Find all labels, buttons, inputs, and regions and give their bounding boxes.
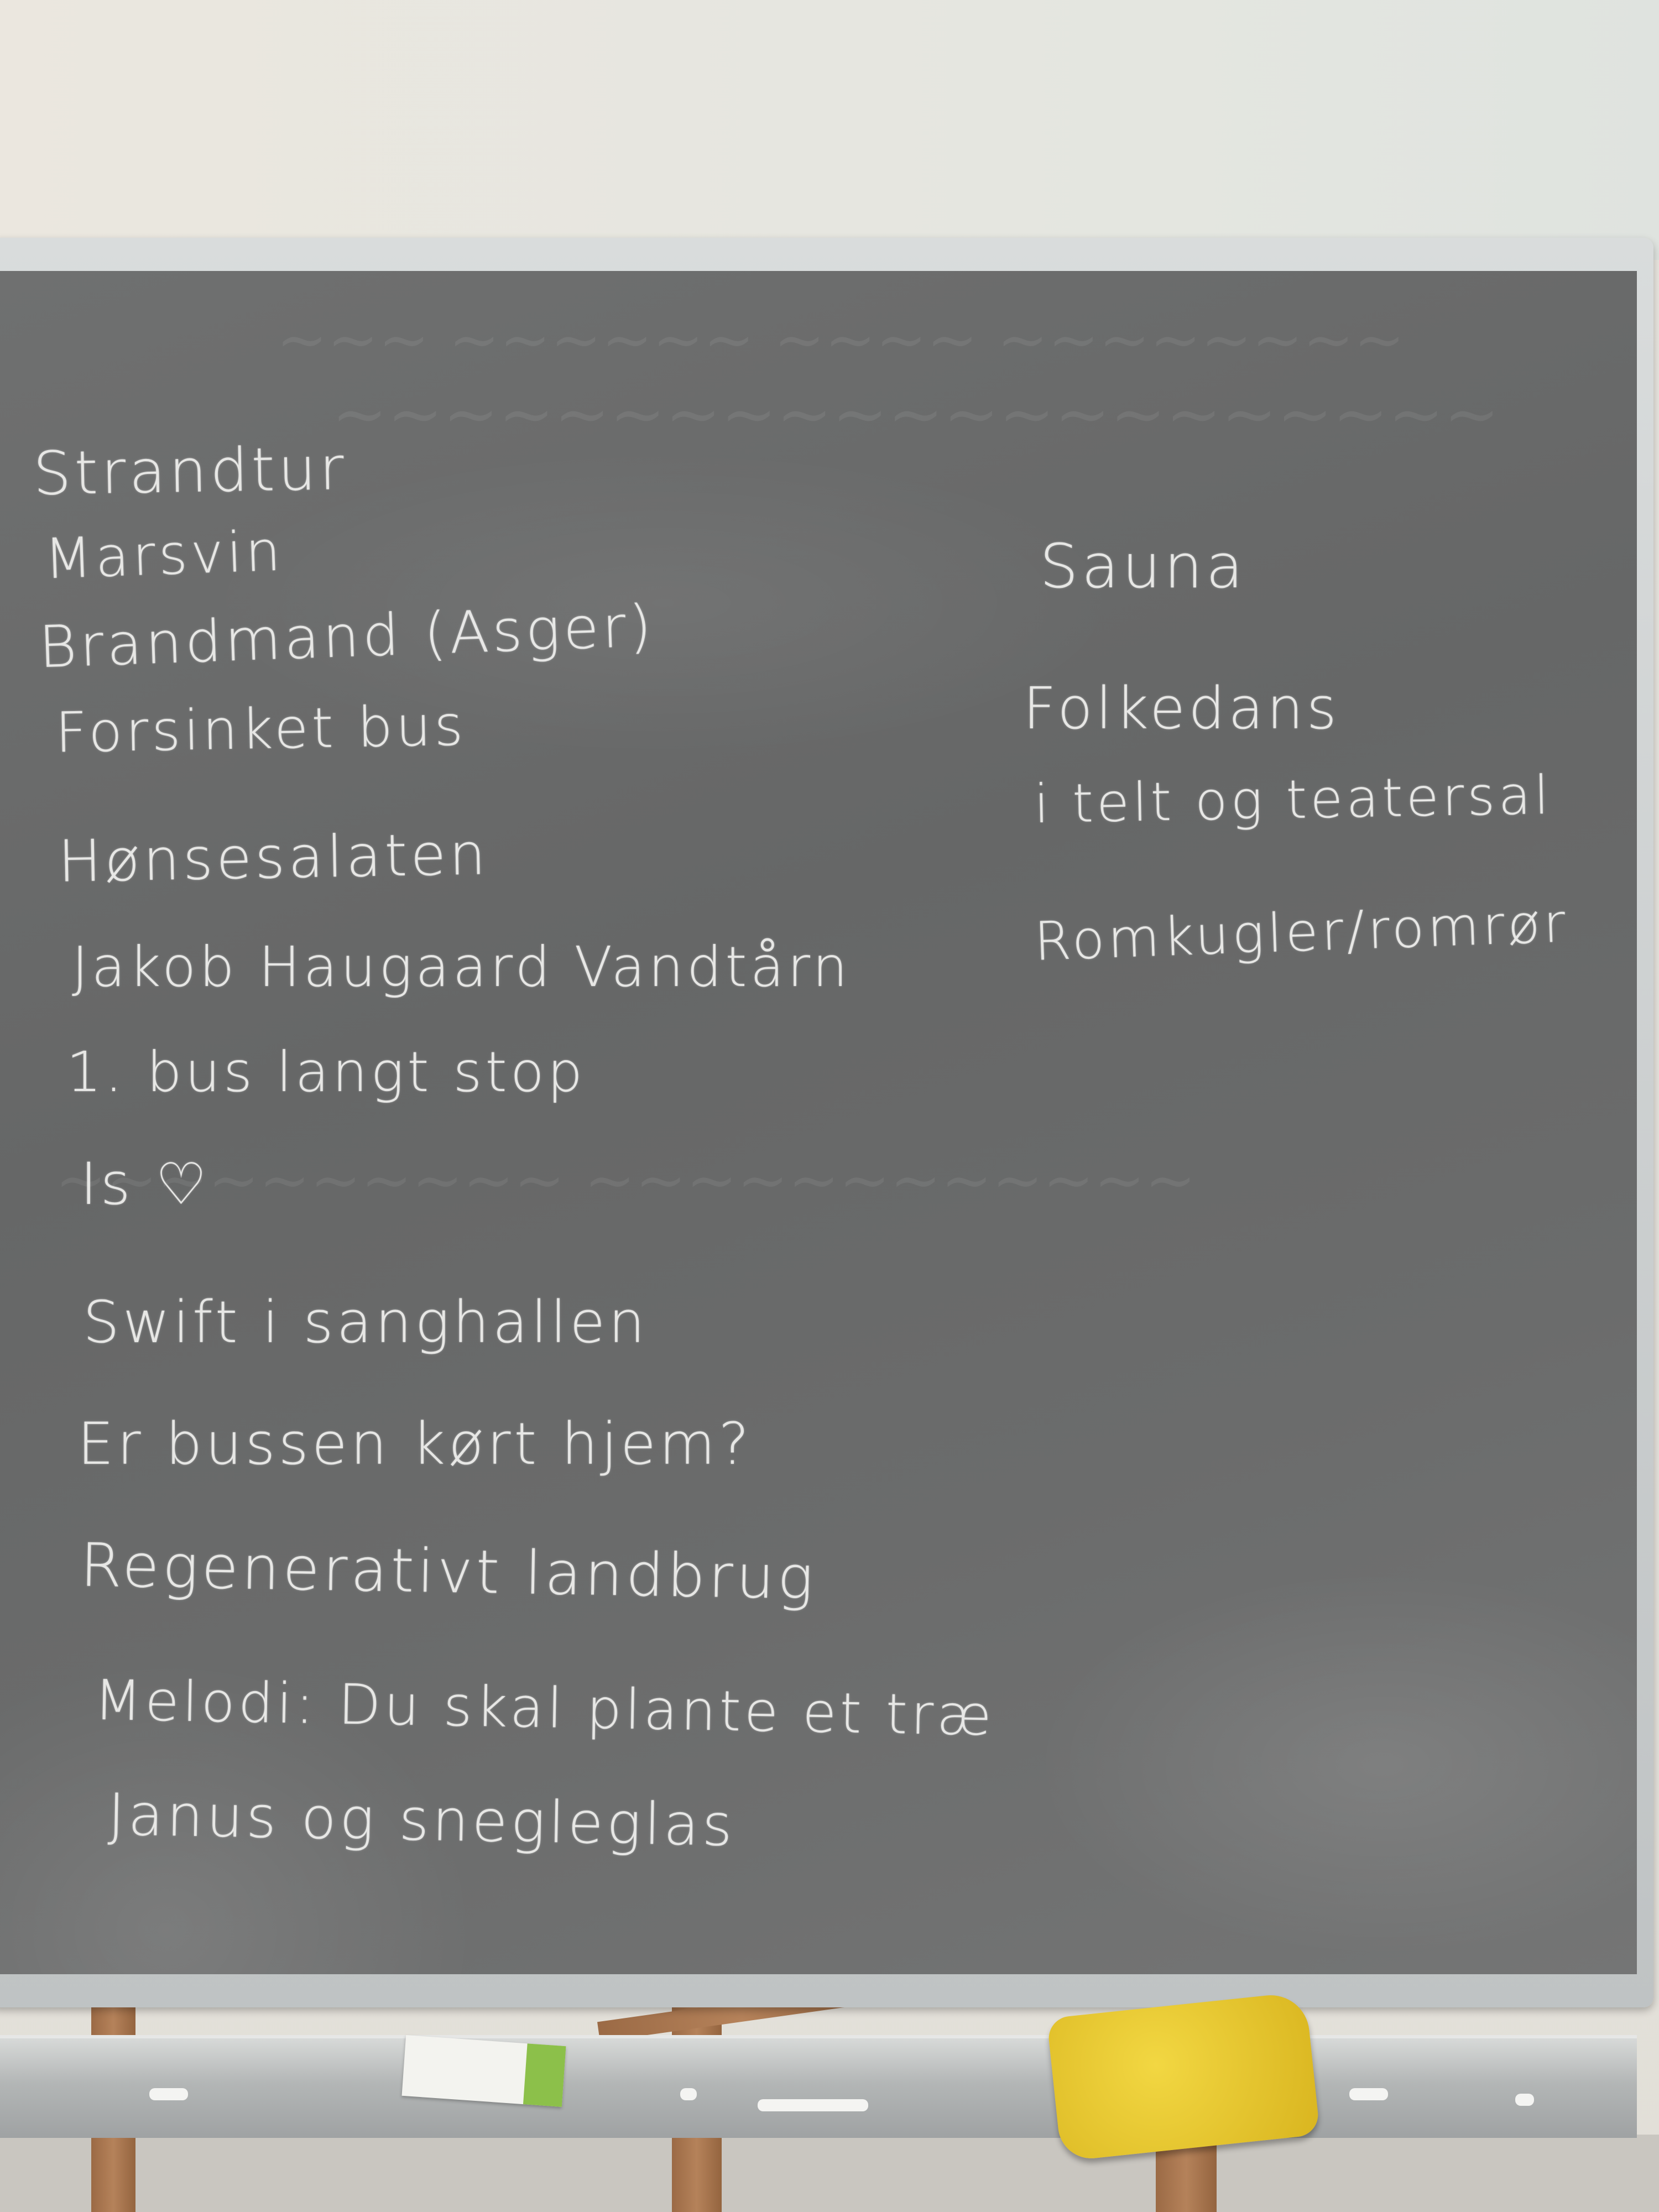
note-line: Melodi: Du skal plante et træ: [93, 1667, 995, 1749]
erased-writing: ~~~~~~~~~~ ~~~~~~~~~~~~: [55, 1145, 1196, 1215]
note-line: Regenerativt landbrug: [80, 1531, 817, 1613]
note-line: Forsinket bus: [55, 693, 467, 765]
chalk-tray: [0, 2035, 1637, 2138]
chalk-piece[interactable]: [680, 2088, 697, 2100]
note-line: Jakob Haugaard Vandtårn: [72, 935, 851, 999]
wall: [0, 0, 1659, 260]
note-line: Sauna: [1040, 531, 1247, 602]
chalkboard: ~~~ ~~~~~~ ~~~~ ~~~~~~~~ ~~~~~~~~~~~~~~~…: [0, 271, 1637, 1974]
note-line: Brandmand (Asger): [38, 592, 656, 681]
chalk-piece[interactable]: [758, 2099, 868, 2111]
note-line: Swift i sanghallen: [83, 1288, 649, 1356]
chalk-piece[interactable]: [1515, 2094, 1534, 2106]
note-line: i telt og teatersal: [1034, 764, 1553, 836]
chalk-box-stripe: [523, 2043, 566, 2107]
note-line: Hønsesalaten: [57, 820, 490, 895]
note-line: 1. bus langt stop: [66, 1040, 586, 1104]
note-line: Strandtur: [32, 434, 348, 509]
chalk-piece[interactable]: [1349, 2088, 1388, 2100]
erased-writing: ~~~~~~~~~~~~~~~~~~~~~: [332, 376, 1500, 453]
erased-writing: ~~~ ~~~~~~ ~~~~ ~~~~~~~~: [276, 304, 1405, 375]
note-line: Marsvin: [43, 518, 285, 592]
note-line: Janus og snegleglas: [107, 1781, 737, 1859]
note-line: Er bussen kørt hjem?: [77, 1410, 753, 1478]
floor: [0, 2135, 1659, 2212]
note-line: Romkugler/romrør: [1033, 892, 1570, 973]
note-line: Is ♡: [80, 1150, 211, 1218]
sponge[interactable]: [1046, 1991, 1321, 2162]
note-line: Folkedans: [1023, 675, 1340, 742]
chalk-piece[interactable]: [149, 2088, 188, 2100]
chalk-box[interactable]: [401, 2035, 566, 2107]
